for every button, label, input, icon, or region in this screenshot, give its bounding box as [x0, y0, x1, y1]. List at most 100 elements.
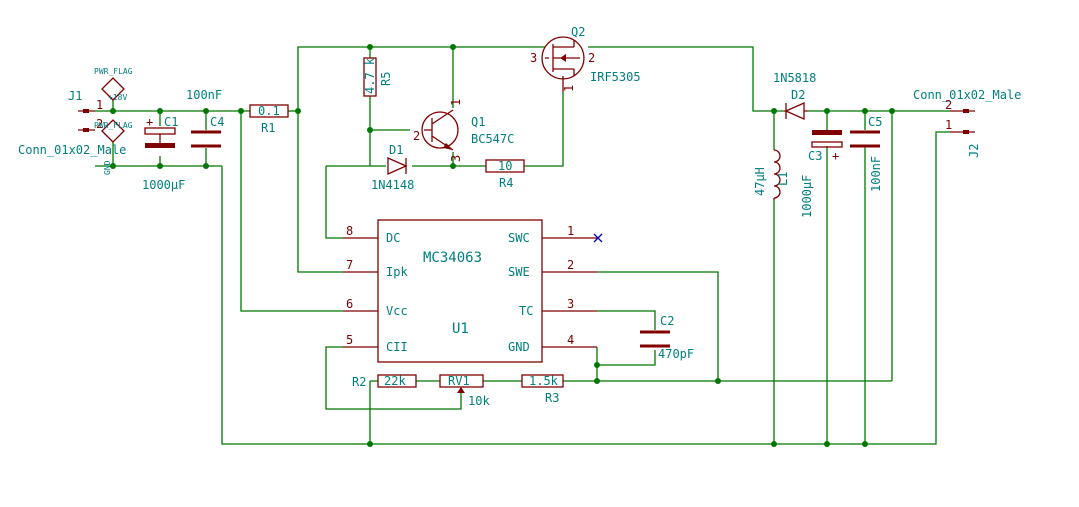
- q2-pin3: 3: [530, 51, 537, 65]
- resistor-r5[interactable]: 4.7 k R5: [363, 57, 393, 97]
- svg-text:+: +: [832, 149, 839, 163]
- d1-ref: D1: [389, 143, 403, 157]
- wire-ipk: [297, 111, 343, 273]
- pwr-flag-1: PWR_FLAG +18V: [94, 67, 133, 102]
- wire-d1-left: [369, 130, 386, 167]
- resistor-r3[interactable]: 1.5k R3: [521, 374, 564, 405]
- u1-pin7-num: 7: [346, 258, 353, 272]
- q2-pin1: 1: [562, 85, 576, 92]
- rv1-ref: RV1: [448, 374, 470, 388]
- potentiometer-rv1[interactable]: RV1 10k: [439, 374, 490, 408]
- resistor-r1[interactable]: 0.1 R1: [249, 104, 289, 135]
- c3-value: 1000µF: [800, 175, 814, 218]
- transistor-q1[interactable]: 2 1 3 Q1 BC547C: [413, 99, 514, 162]
- r5-value: 4.7 k: [363, 57, 377, 94]
- d1-value: 1N4148: [371, 178, 414, 192]
- r3-value: 1.5k: [529, 374, 559, 388]
- u1-pin1-num: 1: [567, 224, 574, 238]
- ic-u1[interactable]: MC34063 U1 8 7 6 5 DC Ipk Vcc CII 1 2 3 …: [343, 219, 603, 363]
- q1-pin3: 3: [449, 155, 463, 162]
- u1-pin4-name: GND: [508, 340, 530, 354]
- connector-j1[interactable]: J1 1 2 Conn_01x02_Male: [18, 89, 126, 157]
- u1-pin8-num: 8: [346, 224, 353, 238]
- inductor-l1[interactable]: 47µH L1: [753, 149, 790, 200]
- u1-pin3-num: 3: [567, 297, 574, 311]
- resistor-r2[interactable]: 22k R2: [352, 374, 417, 389]
- r5-ref: R5: [379, 72, 393, 86]
- r4-ref: R4: [499, 176, 513, 190]
- pwrflag2-net: GND: [103, 160, 112, 175]
- u1-pin1-name: SWC: [508, 231, 530, 245]
- capacitor-c2[interactable]: C2 470pF: [640, 314, 694, 361]
- c1-ref: C1: [164, 115, 178, 129]
- r4-value: 10: [498, 159, 512, 173]
- q2-pin2: 2: [588, 51, 595, 65]
- pwrflag2-value: PWR_FLAG: [94, 121, 133, 130]
- pwrflag1-net: +18V: [108, 93, 127, 102]
- wire-swe: [597, 271, 719, 381]
- d2-value: 1N5818: [773, 71, 816, 85]
- capacitor-c4[interactable]: C4 100nF: [186, 88, 224, 148]
- j2-pin1: 1: [945, 118, 952, 132]
- connector-j2[interactable]: Conn_01x02_Male 2 1 J2: [913, 88, 1021, 158]
- q1-pin2: 2: [413, 129, 420, 143]
- wire-gnd-rail: [221, 131, 950, 445]
- q2-ref: Q2: [571, 25, 585, 39]
- resistor-r4[interactable]: 10 R4: [485, 159, 525, 190]
- c2-value: 470pF: [658, 347, 694, 361]
- c2-ref: C2: [660, 314, 674, 328]
- u1-pin6-name: Vcc: [386, 304, 408, 318]
- u1-pin5-name: CII: [386, 340, 408, 354]
- c5-ref: C5: [868, 115, 882, 129]
- q2-value: IRF5305: [590, 70, 641, 84]
- u1-pin4-num: 4: [567, 333, 574, 347]
- u1-pin5-num: 5: [346, 333, 353, 347]
- wire-vcc-pin6: [240, 111, 343, 312]
- u1-pin2-num: 2: [567, 258, 574, 272]
- j1-value: Conn_01x02_Male: [18, 143, 126, 157]
- wire-top-rail: [297, 46, 545, 111]
- mosfet-q2[interactable]: 3 2 1 Q2 IRF5305: [530, 25, 641, 92]
- capacitor-c5[interactable]: C5 100nF: [850, 115, 883, 192]
- r1-ref: R1: [261, 121, 275, 135]
- u1-pin7-name: Ipk: [386, 265, 408, 279]
- c5-value: 100nF: [869, 156, 883, 192]
- u1-value: MC34063: [423, 250, 482, 266]
- j1-pin2: 2: [96, 117, 103, 131]
- u1-ref: U1: [452, 321, 469, 337]
- c4-value: 100nF: [186, 88, 222, 102]
- junctions: [110, 44, 895, 447]
- u1-pin8-name: DC: [386, 231, 400, 245]
- rv1-value: 10k: [468, 394, 490, 408]
- wire-tc-c2: [597, 310, 656, 366]
- u1-pin2-name: SWE: [508, 265, 530, 279]
- capacitor-c1[interactable]: + C1 1000µF: [142, 115, 185, 192]
- capacitor-c3[interactable]: + C3 1000µF: [800, 130, 843, 218]
- wire-dc-pin8: [325, 165, 370, 239]
- svg-text:+: +: [146, 115, 153, 129]
- r3-ref: R3: [545, 391, 559, 405]
- c3-ref: C3: [808, 149, 822, 163]
- pwrflag1-value: PWR_FLAG: [94, 67, 133, 76]
- c4-ref: C4: [210, 115, 224, 129]
- j2-pin2: 2: [945, 98, 952, 112]
- j1-ref: J1: [68, 89, 82, 103]
- j2-value: Conn_01x02_Male: [913, 88, 1021, 102]
- j2-ref: J2: [967, 144, 981, 158]
- r2-ref: R2: [352, 375, 366, 389]
- r2-value: 22k: [384, 374, 406, 388]
- q1-ref: Q1: [471, 115, 485, 129]
- l1-ref: L1: [776, 172, 790, 186]
- diode-d2[interactable]: 1N5818 D2: [773, 71, 816, 121]
- u1-pin6-num: 6: [346, 297, 353, 311]
- l1-value: 47µH: [753, 167, 767, 196]
- r1-value: 0.1: [258, 104, 280, 118]
- j1-pin1: 1: [96, 98, 103, 112]
- pwr-flag-2: PWR_FLAG GND: [94, 119, 133, 175]
- diode-d1[interactable]: D1 1N4148: [371, 143, 414, 192]
- wire-rv1-cii: [325, 346, 462, 410]
- d2-ref: D2: [791, 88, 805, 102]
- wire-q2-drain: [588, 46, 784, 112]
- wire-r4-gate: [524, 92, 564, 167]
